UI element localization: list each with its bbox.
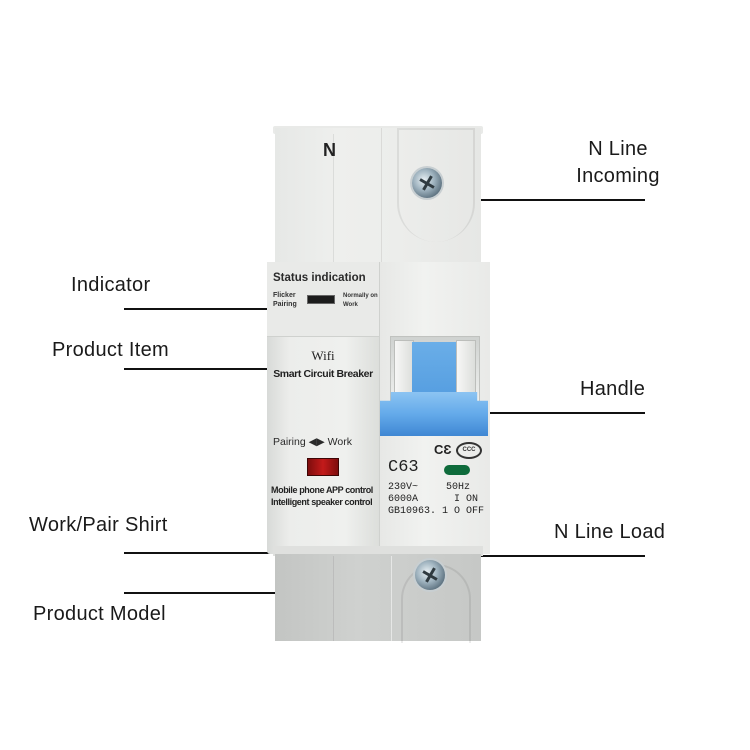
terminal-cover	[397, 128, 475, 242]
smart-circuit-breaker: N Status indication Flicker Pairing Norm…	[267, 126, 490, 643]
wifi-text: Wifi	[311, 348, 335, 363]
seam	[333, 134, 334, 262]
off-indicator: O OFF	[454, 506, 485, 517]
flicker-text: Flicker	[273, 292, 296, 299]
work-pair-switch-label: Work/Pair Shirt	[29, 514, 168, 536]
handle-label: Handle	[580, 378, 646, 400]
neutral-mark: N	[323, 140, 336, 160]
incoming-screw-icon	[412, 168, 442, 198]
indicator-label: Indicator	[71, 274, 151, 296]
n-line-load-leader-line	[432, 555, 645, 557]
ccc-mark: CCC	[456, 442, 482, 459]
n-line-incoming-line1: N Line	[588, 138, 648, 160]
seam	[391, 556, 392, 641]
breaker-handle[interactable]	[380, 392, 488, 436]
n-line-incoming-label: N Line Incoming	[568, 136, 668, 190]
seam	[333, 556, 334, 641]
status-window	[444, 465, 470, 475]
bottom-rail	[273, 546, 483, 556]
product-model-label: Product Model	[33, 603, 166, 625]
product-model-leader-line	[124, 592, 404, 594]
pair-work-button[interactable]	[307, 458, 339, 476]
product-name: Smart Circuit Breaker	[273, 368, 373, 380]
control-panel: Status indication Flicker Pairing Normal…	[267, 262, 379, 554]
n-line-incoming-line2: Incoming	[576, 165, 660, 187]
breaking-capacity: 6000A	[388, 494, 419, 505]
work-small-text: Work	[343, 302, 358, 308]
frequency-rating: 50Hz	[446, 482, 471, 493]
n-line-incoming-leader-line	[428, 199, 645, 201]
speaker-control-text: Intelligent speaker control	[271, 497, 373, 507]
normally-on-text: Normally on	[343, 293, 378, 299]
model-number: C63	[388, 458, 419, 477]
seam	[381, 128, 382, 262]
control-text: Mobile phone APP control Intelligent spe…	[271, 484, 373, 508]
pairing-small-text: Pairing	[273, 301, 297, 308]
on-indicator: I ON	[454, 494, 479, 505]
app-control-text: Mobile phone APP control	[271, 485, 373, 495]
n-line-load-label: N Line Load	[554, 521, 666, 543]
product-item-label: Product Item	[52, 339, 169, 361]
switch-panel: CƐ CCC C63 230V~ 50Hz 6000A I ON GB10963…	[379, 262, 490, 554]
standard-number: GB10963. 1	[388, 506, 449, 517]
ce-mark: CƐ	[434, 442, 452, 457]
status-indication-title: Status indication	[273, 272, 366, 284]
handle-leader-line	[434, 412, 645, 414]
product-item-leader-line	[124, 368, 272, 370]
work-pair-switch-leader-line	[124, 552, 326, 554]
indicator-leader-line	[124, 308, 304, 310]
load-screw-icon	[415, 560, 445, 590]
pair-work-text: Pairing ◀▶ Work	[273, 436, 352, 448]
status-led	[307, 295, 335, 304]
voltage-rating: 230V~	[388, 482, 419, 493]
